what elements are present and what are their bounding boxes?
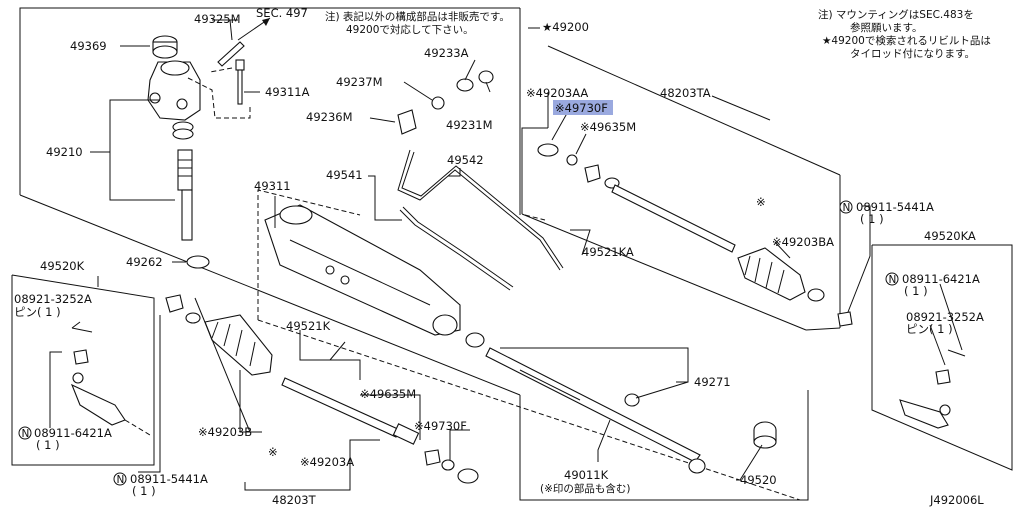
label-49542: 49542: [447, 153, 484, 167]
note-top-center-2: 49200で対応して下さい。: [346, 23, 474, 36]
tie-rod-end-left: [70, 327, 151, 436]
label-49237M: 49237M: [336, 75, 383, 89]
note-top-right-3: ★49200で検索されるリビルト品は: [822, 34, 991, 47]
n-circle-icon: [839, 200, 853, 214]
highlight-box: [553, 100, 613, 115]
label-sec497: SEC. 497: [256, 6, 308, 20]
label-49311: 49311: [254, 179, 291, 193]
label-08911-6421A-right: 08911-6421A: [902, 272, 980, 286]
label-08911-6421A-left: 08911-6421A: [34, 426, 112, 440]
label-49520K: 49520K: [40, 259, 85, 273]
n-circle-icon: [885, 272, 899, 286]
label-49200: ★49200: [542, 20, 589, 34]
label-49730F-highlighted: ※49730F: [555, 101, 608, 115]
main-frame: [19, 7, 809, 501]
label-48203TA: 48203TA: [660, 86, 711, 100]
label-49271: 49271: [694, 375, 731, 389]
label-49210: 49210: [46, 145, 83, 159]
pinion-assembly: [147, 35, 251, 269]
label-08911-5441A-left: 08911-5441A: [130, 472, 208, 486]
tie-rod-right-frame: [521, 45, 841, 331]
note-top-right-1: 注) マウンティングはSEC.483を: [818, 8, 974, 21]
leader-lines: [49, 19, 963, 491]
label-49231M: 49231M: [446, 118, 493, 132]
note-bottom-center: (※印の部品も含む): [540, 482, 631, 495]
n-mark: N: [117, 474, 125, 486]
label-49730F-left: ※49730F: [414, 419, 467, 433]
tie-rod-end-left-frame: [11, 274, 155, 466]
label-08911-6421A-right-qty: ( 1 ): [904, 284, 928, 298]
label-49236M: 49236M: [306, 110, 353, 124]
tie-rod-left: [165, 294, 479, 484]
tie-rod-end-right: [899, 349, 966, 429]
label-49203B: ※49203B: [198, 425, 252, 439]
tie-rod-right: [537, 143, 853, 327]
hydraulic-pipes: [397, 149, 564, 291]
star-mark-right: ※: [756, 195, 766, 209]
rack-dashed-frame: [257, 189, 801, 501]
n-mark: N: [22, 428, 30, 440]
n-mark: N: [889, 274, 897, 286]
note-top-right-4: タイロッド付になります。: [850, 47, 975, 60]
star-mark-left: ※: [268, 445, 278, 459]
label-49203BA: ※49203BA: [772, 235, 834, 249]
label-49541: 49541: [326, 168, 363, 182]
note-top-center-1: 注) 表記以外の構成部品は非販売です。: [325, 10, 510, 23]
label-49262: 49262: [126, 255, 163, 269]
tie-rod-end-right-frame: [871, 244, 1013, 471]
label-48203T: 48203T: [272, 493, 317, 507]
label-49635M-right: ※49635M: [580, 120, 636, 134]
label-pin-right: ピン( 1 ): [906, 322, 953, 336]
label-49325M: 49325M: [194, 12, 241, 26]
label-49233A: 49233A: [424, 46, 469, 60]
label-08911-6421A-left-qty: ( 1 ): [36, 438, 60, 452]
label-49521KA: 49521KA: [582, 245, 634, 259]
n-mark: N: [843, 202, 851, 214]
label-49520: 49520: [740, 473, 777, 487]
label-49635M-left: ※49635M: [360, 387, 416, 401]
label-08911-5441A-right-qty: ( 1 ): [860, 212, 884, 226]
rack-assembly: [465, 332, 777, 474]
n-circle-icon: [113, 472, 127, 486]
label-49203A: ※49203A: [300, 455, 354, 469]
label-08911-5441A-left-qty: ( 1 ): [132, 484, 156, 498]
label-08911-5441A-right: 08911-5441A: [856, 200, 934, 214]
label-49369: 49369: [70, 39, 107, 53]
arrow-icon: [237, 17, 271, 41]
center-small-parts: [397, 70, 494, 135]
label-49521K: 49521K: [286, 319, 331, 333]
gear-housing: [264, 204, 461, 336]
label-49011K: 49011K: [564, 468, 609, 482]
n-circle-icon: [18, 426, 32, 440]
label-49520KA: 49520KA: [924, 229, 976, 243]
note-top-right-2: 参照願います。: [850, 21, 922, 34]
diagram-ref: J492006L: [929, 493, 984, 507]
label-49203AA: ※49203AA: [526, 86, 588, 100]
label-pin-left: ピン( 1 ): [14, 305, 61, 319]
label-49311A: 49311A: [265, 85, 310, 99]
label-08921-3252A-right: 08921-3252A: [906, 310, 984, 324]
labels: SEC. 497 49325M 49369 49311A 49210 49262…: [14, 6, 991, 507]
n-circle-icons: [18, 200, 899, 486]
label-08921-3252A-left: 08921-3252A: [14, 292, 92, 306]
